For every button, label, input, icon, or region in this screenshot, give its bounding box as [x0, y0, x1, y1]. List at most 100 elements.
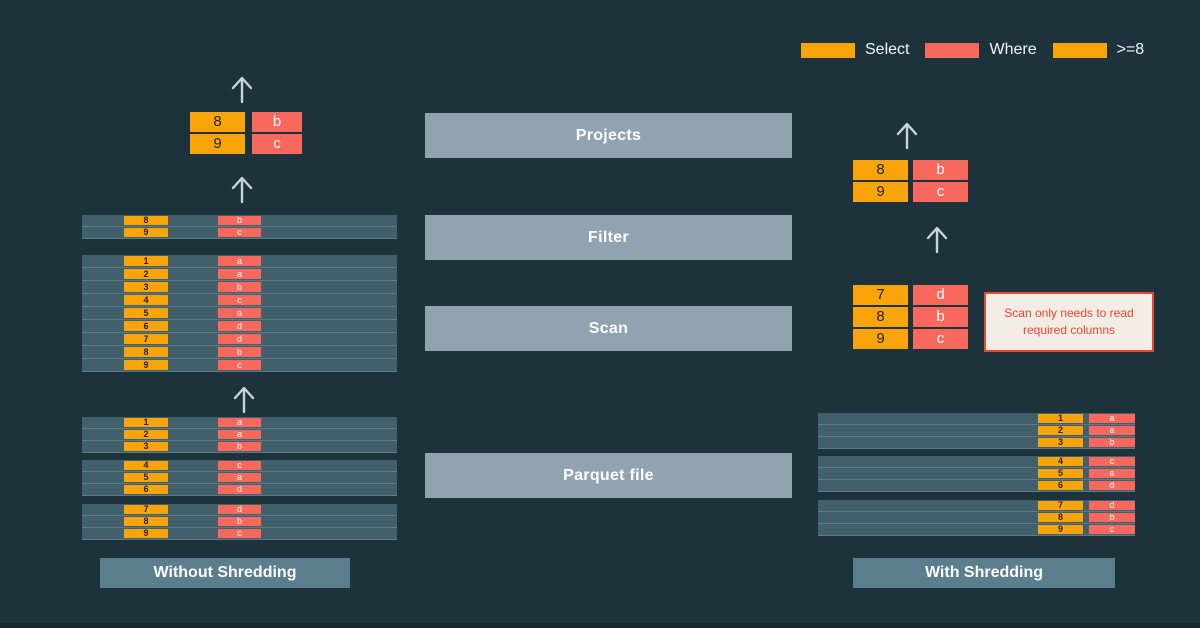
table-row: 9 c [190, 134, 302, 154]
table-row: 6 d [818, 480, 1135, 492]
select-value-cell: 8 [124, 347, 168, 357]
where-value-cell: c [913, 182, 968, 202]
where-value-cell: d [218, 505, 261, 514]
select-value-cell: 8 [190, 112, 245, 132]
table-row: 4 c [82, 460, 397, 472]
up-arrow-icon [896, 122, 918, 150]
select-color-swatch [801, 42, 855, 58]
table-row: 3 b [82, 441, 397, 453]
where-value-cell: d [1089, 481, 1135, 490]
select-value-cell: 5 [124, 308, 168, 318]
select-value-cell: 4 [124, 295, 168, 305]
select-value-cell: 2 [124, 269, 168, 279]
where-value-cell: b [913, 307, 968, 327]
where-value-cell: c [913, 329, 968, 349]
table-row: 8 b [853, 160, 968, 180]
where-color-swatch [925, 42, 980, 58]
where-value-cell: d [1089, 501, 1135, 510]
table-row: 6 d [82, 484, 397, 496]
up-arrow-icon [231, 76, 253, 104]
threshold-color-swatch [1052, 42, 1107, 58]
select-value-cell: 5 [124, 473, 168, 482]
left-scan-rows: 1 a 2 a 3 b 4 c 5 a 6 [82, 255, 397, 372]
where-value-cell: c [218, 529, 261, 538]
where-value-cell: b [218, 347, 261, 357]
without-shredding-title: Without Shredding [100, 558, 350, 588]
left-row-group-2: 4 c 5 a 6 d [82, 460, 397, 496]
select-value-cell: 8 [1038, 513, 1083, 522]
select-value-cell: 7 [124, 334, 168, 344]
table-row: 5 a [82, 307, 397, 320]
right-result-table: 8 b 9 c [853, 160, 968, 204]
where-value-cell: c [1089, 525, 1135, 534]
where-value-cell: c [218, 228, 261, 237]
right-scan-table: 7 d 8 b 9 c [853, 285, 968, 351]
table-row: 9 c [82, 227, 397, 239]
select-value-cell: 9 [853, 329, 908, 349]
select-value-cell: 1 [1038, 414, 1083, 423]
select-value-cell: 9 [1038, 525, 1083, 534]
bottom-edge-strip [0, 623, 1200, 628]
table-row: 6 d [82, 320, 397, 333]
up-arrow-icon [231, 176, 253, 204]
left-row-group-3: 7 d 8 b 9 c [82, 504, 397, 540]
table-row: 9 c [853, 329, 968, 349]
table-row: 3 b [82, 281, 397, 294]
table-row: 8 b [853, 307, 968, 327]
stage-parquet-file: Parquet file [425, 453, 792, 498]
with-shredding-title: With Shredding [853, 558, 1115, 588]
table-row: 7 d [853, 285, 968, 305]
up-arrow-icon [233, 386, 255, 414]
table-row: 2 a [82, 268, 397, 281]
table-row: 8 b [82, 215, 397, 227]
legend-label-select: Select [865, 41, 910, 58]
left-result-table: 8 b 9 c [190, 112, 302, 156]
table-row: 1 a [818, 413, 1135, 425]
table-row: 1 a [82, 417, 397, 429]
table-row: 7 d [818, 500, 1135, 512]
select-value-cell: 8 [124, 517, 168, 526]
up-arrow-icon [926, 226, 948, 254]
table-row: 4 c [82, 294, 397, 307]
table-row: 9 c [82, 528, 397, 540]
select-value-cell: 6 [124, 321, 168, 331]
where-value-cell: b [1089, 513, 1135, 522]
where-value-cell: a [1089, 414, 1135, 423]
select-value-cell: 8 [853, 307, 908, 327]
select-value-cell: 7 [853, 285, 908, 305]
select-value-cell: 8 [853, 160, 908, 180]
table-row: 9 c [82, 359, 397, 372]
select-value-cell: 3 [1038, 438, 1083, 447]
table-row: 7 d [82, 333, 397, 346]
where-value-cell: d [218, 334, 261, 344]
select-value-cell: 1 [124, 418, 168, 427]
left-row-group-1: 1 a 2 a 3 b [82, 417, 397, 453]
where-value-cell: c [1089, 457, 1135, 466]
left-filter-rows: 8 b 9 c [82, 215, 397, 239]
select-value-cell: 7 [124, 505, 168, 514]
select-value-cell: 2 [1038, 426, 1083, 435]
right-row-group-3: 7 d 8 b 9 c [818, 500, 1135, 536]
table-row: 8 b [818, 512, 1135, 524]
select-value-cell: 9 [124, 360, 168, 370]
where-value-cell: d [218, 321, 261, 331]
select-value-cell: 7 [1038, 501, 1083, 510]
where-value-cell: a [218, 430, 261, 439]
table-row: 8 b [190, 112, 302, 132]
where-value-cell: c [218, 295, 261, 305]
right-row-group-2: 4 c 5 a 6 d [818, 456, 1135, 492]
select-value-cell: 9 [853, 182, 908, 202]
table-row: 9 c [853, 182, 968, 202]
where-value-cell: a [1089, 426, 1135, 435]
where-value-cell: d [218, 485, 261, 494]
scan-annotation: Scan only needs to read required columns [984, 292, 1154, 352]
select-value-cell: 3 [124, 442, 168, 451]
right-row-group-1: 1 a 2 a 3 b [818, 413, 1135, 449]
table-row: 4 c [818, 456, 1135, 468]
where-value-cell: b [218, 282, 261, 292]
select-value-cell: 8 [124, 216, 168, 225]
where-value-cell: d [913, 285, 968, 305]
select-value-cell: 9 [124, 529, 168, 538]
where-value-cell: a [1089, 469, 1135, 478]
